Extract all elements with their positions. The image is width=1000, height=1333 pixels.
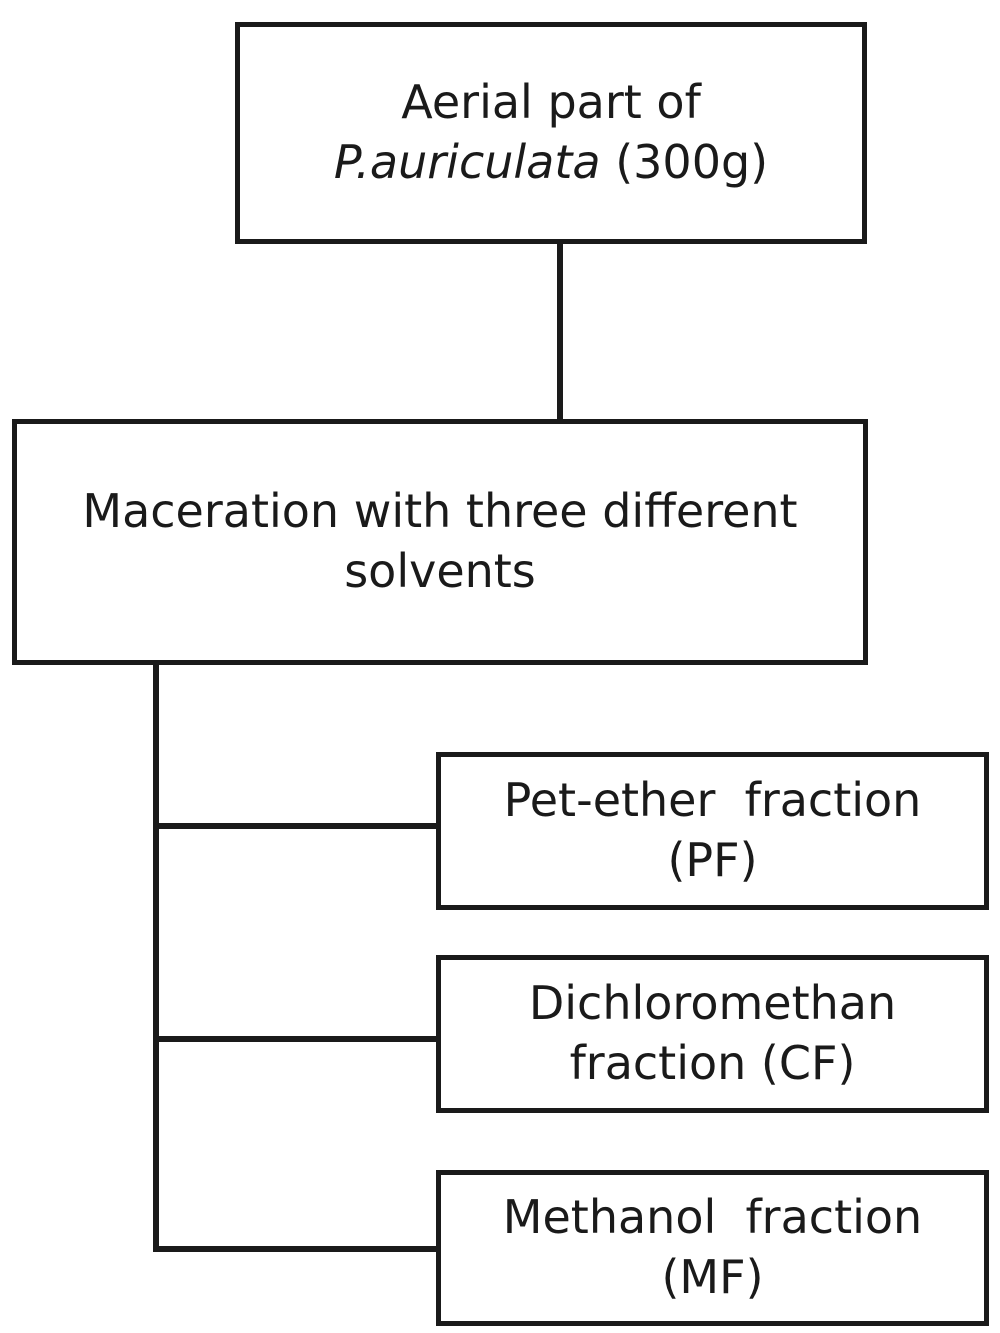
source-label: Aerial part of [401,75,701,130]
source-species-line: P.auriculata (300g) [334,133,768,193]
methanol-fraction-box: Methanol fraction (MF) [436,1170,989,1326]
connector-source-to-maceration [557,242,563,421]
connector-to-pet-ether-fraction [153,823,438,829]
dichloromethan-fraction-line2: fraction (CF) [569,1036,856,1090]
pet-ether-fraction-line2: (PF) [667,833,758,887]
connector-to-methanol-fraction [153,1246,438,1252]
connector-to-dichloromethan-fraction [153,1036,438,1042]
methanol-fraction-line1: Methanol fraction [502,1190,923,1245]
maceration-label-line2: solvents [344,544,536,598]
source-box: Aerial part of P.auriculata (300g) [235,22,867,244]
methanol-fraction-line2: (MF) [661,1250,764,1304]
dichloromethan-fraction-line1: Dichloromethan [528,976,897,1031]
dichloromethan-fraction-box: Dichloromethan fraction (CF) [436,955,989,1113]
maceration-label-line1: Maceration with three different [82,484,798,539]
species-name: P.auriculata [333,135,601,189]
connector-trunk [153,663,159,1252]
source-amount: (300g) [600,135,769,189]
pet-ether-fraction-box: Pet-ether fraction (PF) [436,752,989,910]
maceration-box: Maceration with three different solvents [12,419,868,665]
pet-ether-fraction-line1: Pet-ether fraction [503,773,922,828]
